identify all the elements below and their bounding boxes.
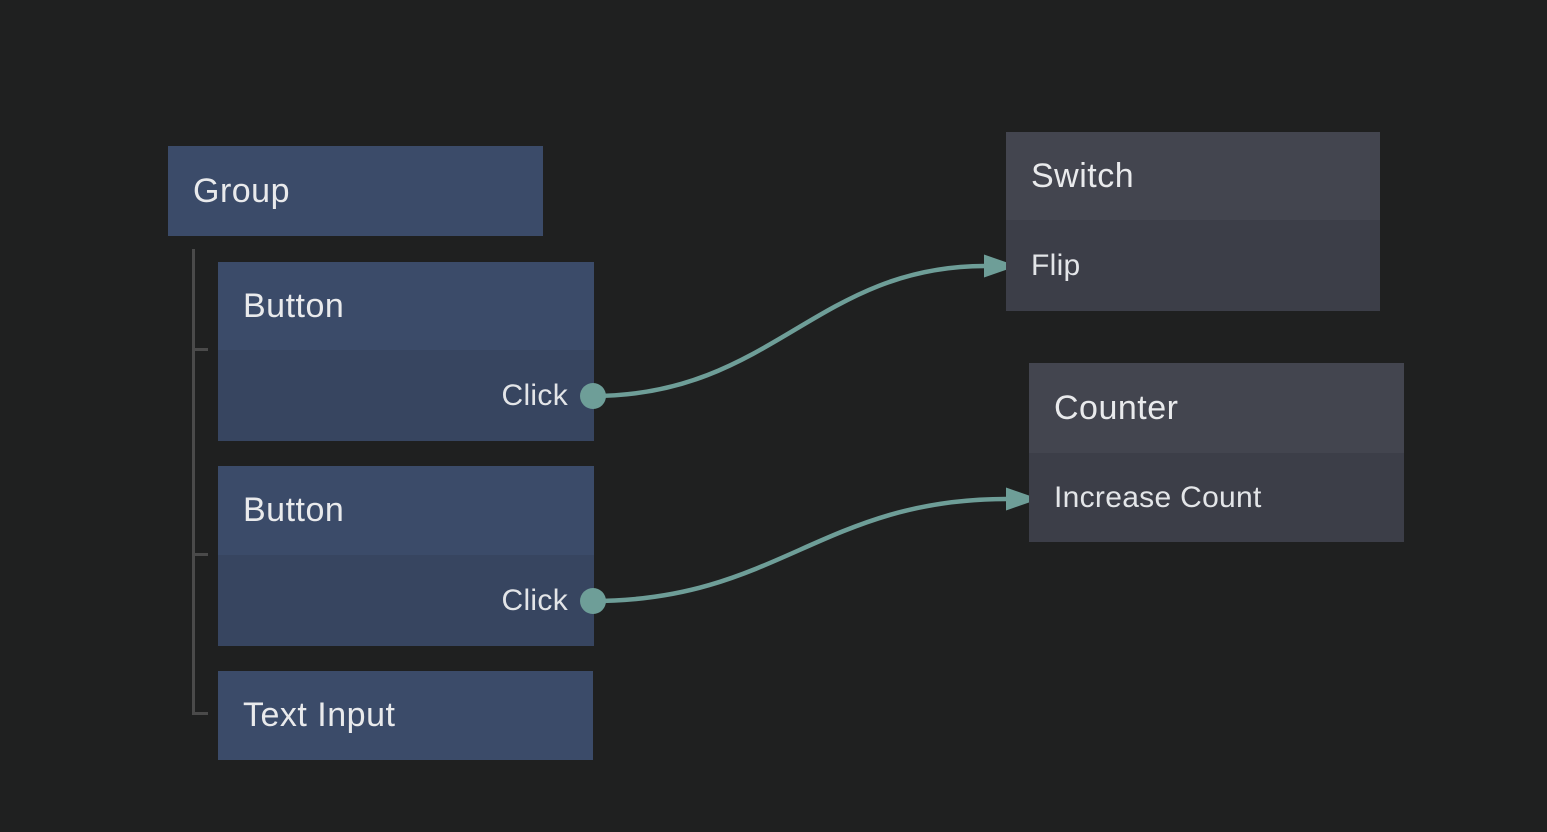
wire-button1-click-to-switch-flip[interactable] <box>590 263 988 399</box>
node-group[interactable]: Group <box>168 146 543 236</box>
tree-connector-vertical-line <box>192 249 195 715</box>
node-switch-title: Switch <box>1031 156 1135 195</box>
node-button-1-title: Button <box>243 286 345 325</box>
tree-connector-branch-text-input <box>192 712 208 715</box>
port-label-click: Click <box>501 583 568 617</box>
node-text-input[interactable]: Text Input <box>218 671 593 760</box>
node-button-1-header: Button <box>218 262 594 350</box>
node-button-1[interactable]: Button Click <box>218 262 606 441</box>
node-counter-title: Counter <box>1054 388 1179 427</box>
node-group-title: Group <box>193 171 290 210</box>
node-text-input-title: Text Input <box>243 696 396 734</box>
port-label-increase-count: Increase Count <box>1054 480 1262 514</box>
wire-button2-click-to-counter-increase-count[interactable] <box>590 496 1009 604</box>
port-row-button-2-click: Click <box>218 555 606 646</box>
port-label-click: Click <box>501 378 568 412</box>
node-text-input-header: Text Input <box>218 671 593 760</box>
tree-connector-branch-button1 <box>192 348 208 351</box>
port-row-switch-flip[interactable]: Flip <box>1006 220 1380 311</box>
port-label-flip: Flip <box>1031 248 1081 282</box>
port-row-counter-increase-count[interactable]: Increase Count <box>1029 453 1404 542</box>
tree-connector-branch-button2 <box>192 553 208 556</box>
output-port-dot-click[interactable] <box>580 587 606 614</box>
node-switch-header: Switch <box>1006 132 1380 220</box>
node-counter-header: Counter <box>1029 363 1404 453</box>
node-button-2[interactable]: Button Click <box>218 466 606 646</box>
node-switch[interactable]: Switch Flip <box>1006 132 1380 311</box>
node-button-2-title: Button <box>243 491 345 529</box>
output-port-dot-click[interactable] <box>580 382 606 409</box>
port-row-button-1-click: Click <box>218 350 606 441</box>
node-button-2-header: Button <box>218 466 594 555</box>
node-group-header: Group <box>168 146 543 236</box>
node-counter[interactable]: Counter Increase Count <box>1029 363 1404 542</box>
